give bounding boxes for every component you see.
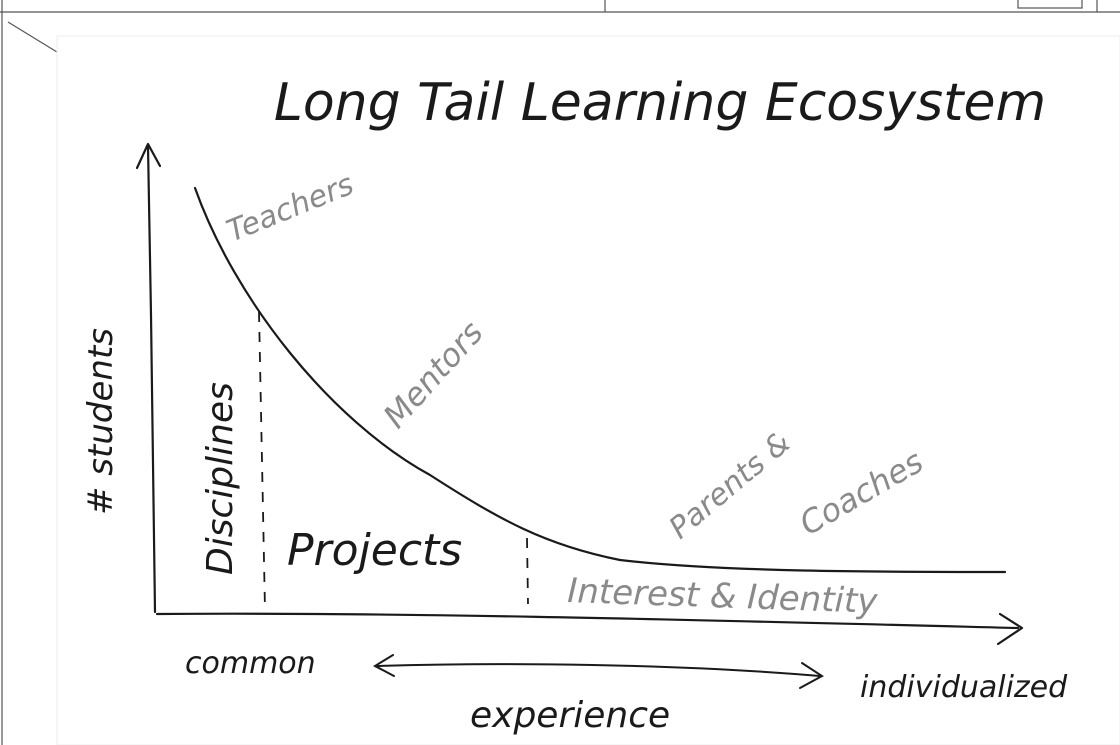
x-axis-arrow-icon: [996, 612, 1024, 646]
double-arrow-icon: [372, 654, 824, 689]
frame-tab: [1017, 0, 1083, 9]
y-axis-line: [146, 144, 157, 614]
x-axis-label: experience: [470, 695, 670, 736]
long-tail-curve: [193, 186, 1007, 574]
region-projects: Projects: [287, 525, 462, 576]
region-disciplines: Disciplines: [200, 382, 241, 575]
diagram-title: Long Tail Learning Ecosystem: [274, 73, 1046, 133]
y-axis-arrow-icon: [135, 142, 162, 170]
x-axis-line: [155, 612, 1020, 630]
divider-disciplines-projects: [258, 311, 266, 611]
y-axis-label: # students: [81, 328, 121, 515]
x-axis-left-label: common: [185, 646, 316, 681]
x-axis-right-label: individualized: [860, 670, 1068, 705]
